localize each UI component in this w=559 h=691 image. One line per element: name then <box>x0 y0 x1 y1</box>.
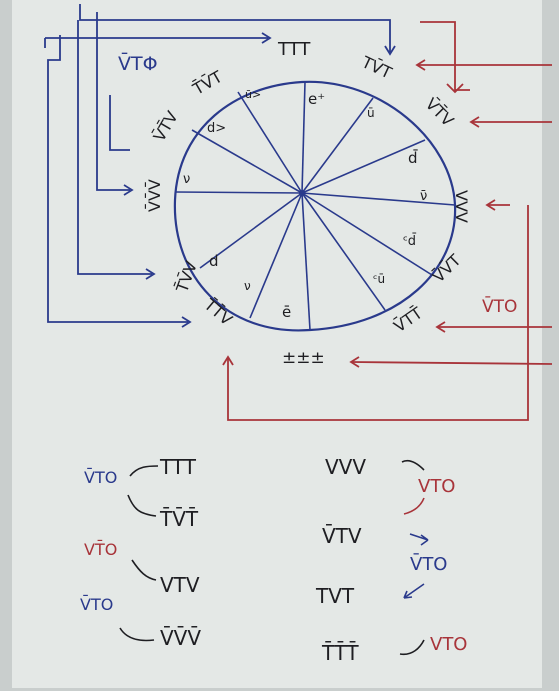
wheel-spokes <box>175 81 456 331</box>
rules-right: VVV VTO V̄TV V̄TO TVT T̄T̄T̄ VTO <box>315 455 467 665</box>
rule-left-4-lhs: V̄TO <box>80 595 113 614</box>
red-arrows <box>222 21 553 421</box>
blue-arrows <box>44 4 396 328</box>
rule-left-3-lhs: VT̄O <box>84 540 117 559</box>
inner-label-e-plus: e⁺ <box>308 90 325 108</box>
arrow-red-bottom-loop <box>227 205 529 421</box>
rule-left-4-rhs: V̄V̄V̄ <box>160 625 201 650</box>
rule-left-3-rhs: VTV <box>160 573 200 597</box>
arrow-left-ttv <box>47 35 188 323</box>
arrow-left-vvv <box>96 12 130 191</box>
inner-label-u-bar-2: ᶜū <box>373 272 385 286</box>
side-label-vto: V̄TO <box>482 295 517 317</box>
outer-label-vvv-right: VVV <box>452 190 471 223</box>
inner-label-d: d <box>209 252 219 270</box>
rule-right-2-rhs: V̄TO <box>410 553 447 575</box>
rule-left-2-rhs: T̄V̄T̄ <box>159 506 199 531</box>
rule-right-1-rhs: VTO <box>418 476 455 497</box>
particle-wheel <box>173 80 457 332</box>
inner-label-u-bar: ū <box>367 106 375 120</box>
arrow-left-tvv <box>77 20 152 275</box>
rules-left: V̄TO TTT T̄V̄T̄ VT̄O VTV V̄TO V̄V̄V̄ <box>80 455 201 650</box>
inner-label-e-bar: ē <box>282 303 291 321</box>
rule-right-2-lhs: V̄TV <box>322 523 362 548</box>
board-surface <box>12 0 542 688</box>
top-left-label: V̄TΦ <box>118 51 158 75</box>
outer-label-ttt-bottom: ±±± <box>282 348 325 368</box>
inner-label-nu-2: ν <box>183 172 190 187</box>
wheel-hub <box>299 190 305 196</box>
inner-label-d-bar: d̄ <box>408 148 418 167</box>
arrow-left-vtv <box>109 95 130 151</box>
wheel-circle <box>173 80 457 332</box>
inner-label-nu: ν <box>244 279 251 293</box>
arrow-top-right <box>79 4 391 52</box>
inner-label-d-2: d> <box>207 121 226 136</box>
rule-right-1-lhs: VVV <box>325 455 366 479</box>
outer-label-vvv-left: V̄V̄V̄ <box>145 179 164 212</box>
arrow-red-ttt <box>351 361 553 365</box>
arrow-red-top <box>420 21 470 91</box>
rule-right-3-lhs: TVT <box>315 584 355 608</box>
rule-left-1-lhs: V̄TO <box>84 468 117 487</box>
rule-right-4-lhs: T̄T̄T̄ <box>321 640 359 665</box>
rule-left-1-rhs: TTT <box>159 455 197 479</box>
outer-label-ttt-top: TTT <box>277 39 311 60</box>
rule-right-4-rhs: VTO <box>430 634 467 655</box>
inner-label-nu-bar: ν̄ <box>420 189 427 204</box>
inner-label-u: ū> <box>245 88 261 101</box>
inner-label-d-bar-2: ᶜd̄ <box>403 234 417 249</box>
